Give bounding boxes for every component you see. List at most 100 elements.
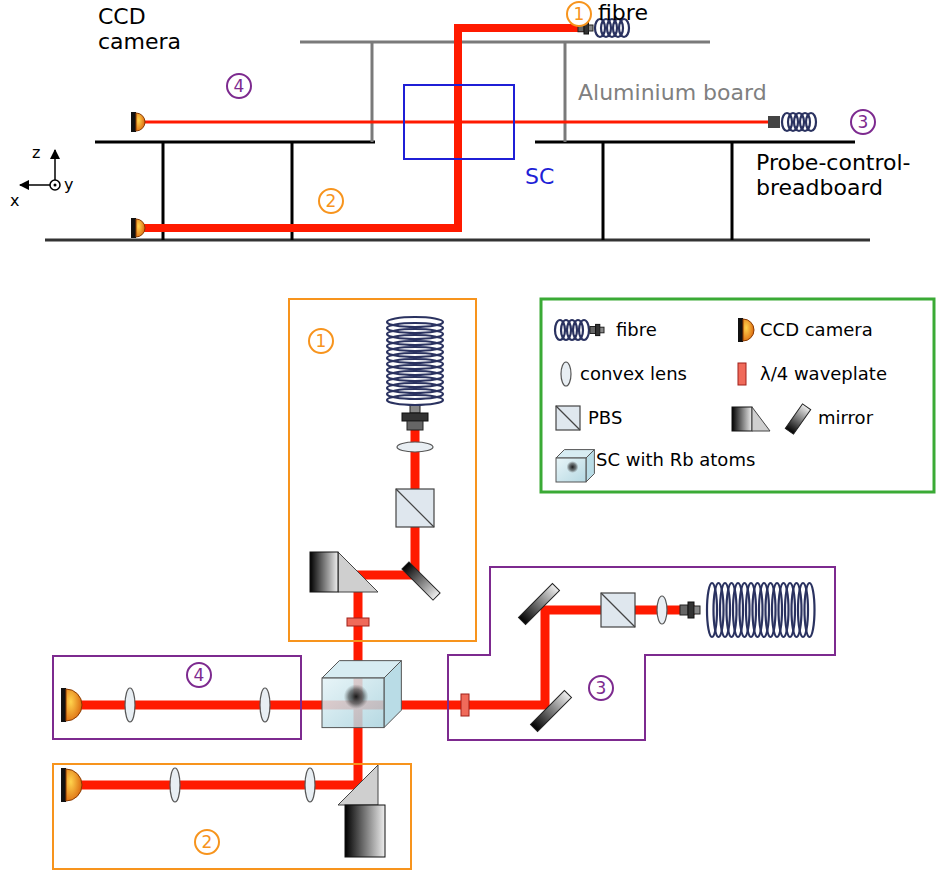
aluminium-board-leg (371, 42, 374, 142)
vapour-cell-side (384, 661, 401, 728)
ccd-camera-sensor (743, 319, 754, 341)
convex-lens (125, 688, 135, 722)
callout-number: 1 (566, 1, 592, 27)
legend-text: fibre (616, 319, 657, 340)
part-label: CCD camera (98, 4, 198, 54)
vapour-cell-side (586, 450, 594, 482)
ccd-camera-sensor (66, 689, 82, 721)
convex-lens (657, 596, 667, 624)
part-label: fibre (598, 0, 648, 25)
breadboard-leg (602, 142, 605, 240)
fibre-connector (402, 413, 428, 421)
axis-label: x (10, 188, 19, 213)
prism-mirror-block (345, 805, 385, 857)
part-label: Probe-control-breadboard (756, 150, 926, 200)
legend-text: mirror (818, 407, 873, 428)
axis-y-dot (54, 184, 57, 187)
flat-mirror (518, 583, 559, 624)
laser-beam-probe (138, 121, 775, 124)
optics-group-box: 1 (288, 298, 477, 642)
callout-number: 3 (588, 675, 614, 701)
fibre-connector (410, 405, 420, 413)
callout-number: 2 (318, 188, 344, 214)
fibre-coil-loop (806, 113, 816, 131)
legend-entry: fibre (616, 319, 657, 341)
prism-mirror (338, 552, 378, 592)
callout-number: 2 (194, 829, 220, 855)
optics-group-box: 4 (52, 655, 302, 740)
ccd-camera-sensor (66, 769, 82, 801)
fibre-connector (590, 327, 596, 334)
prism-mirror (752, 407, 770, 431)
callout-number: 1 (308, 328, 334, 354)
legend-entry: CCD camera (760, 319, 873, 341)
fibre-coil-loop (805, 583, 815, 637)
fibre-connector (596, 324, 600, 335)
ccd-camera-body (131, 112, 136, 132)
ccd-camera-body (61, 688, 66, 722)
part-label: Aluminium board (578, 80, 767, 105)
fibre-connector (589, 25, 594, 31)
laser-beam-control (138, 28, 585, 228)
laser-beam-control (68, 430, 415, 785)
pbs-cube (396, 489, 434, 527)
legend-entry: λ/4 waveplate (760, 363, 887, 385)
callout-number: 4 (226, 73, 252, 99)
vapour-cell-box: SC (403, 84, 515, 160)
ccd-camera-body (61, 768, 66, 802)
fibre-connector (600, 327, 604, 333)
axis-label: y (64, 172, 73, 197)
legend-text: λ/4 waveplate (760, 363, 887, 384)
fibre-connector (680, 605, 688, 615)
vapour-cell-front (322, 678, 384, 728)
prism-mirror (338, 765, 378, 805)
rb-atom-cloud (567, 461, 579, 473)
probe-control-breadboard (535, 141, 855, 144)
fibre-coil-loop (579, 320, 589, 340)
ccd-camera-sensor (136, 113, 145, 131)
prism-mirror-block (310, 552, 338, 592)
convex-lens (260, 688, 270, 722)
quarter-waveplate (461, 694, 469, 716)
optics-group-outline (448, 567, 835, 740)
pbs-cube (556, 406, 580, 430)
convex-lens (397, 442, 433, 452)
legend-frame (541, 299, 934, 492)
legend-text: convex lens (580, 363, 687, 384)
fibre-coil-loop (387, 395, 443, 405)
legend-text: PBS (588, 407, 622, 428)
legend-text: CCD camera (760, 319, 873, 340)
prism-mirror-block (732, 407, 752, 431)
quarter-waveplate (738, 363, 746, 385)
convex-lens (561, 362, 571, 386)
optics-group-border (448, 567, 835, 740)
convex-lens (305, 768, 315, 802)
fibre-connector (688, 602, 694, 618)
callout-number: 3 (850, 109, 876, 135)
rb-atom-cloud (344, 684, 369, 709)
pbs-diagonal (396, 489, 434, 527)
legend-entry: PBS (588, 407, 622, 429)
axis-label: z (32, 140, 40, 165)
pbs-diagonal (601, 593, 635, 627)
flat-mirror (530, 690, 571, 731)
optics-group-box: 2 (52, 763, 412, 870)
cell-label: SC (525, 164, 554, 189)
axis-y (50, 180, 60, 190)
callout-number: 4 (186, 662, 212, 688)
optics-group-box: 3 (448, 567, 835, 740)
floor-table (45, 239, 870, 242)
pbs-diagonal (556, 406, 580, 430)
fibre-connector (768, 116, 780, 128)
flat-mirror (402, 562, 440, 600)
legend-entry: SC with Rb atoms (596, 449, 755, 471)
fibre-connector (407, 421, 423, 430)
ccd-camera-body (738, 318, 743, 342)
quarter-waveplate (347, 618, 369, 626)
pbs-cube (601, 593, 635, 627)
aluminium-board-leg (564, 42, 567, 142)
breadboard-left (95, 141, 375, 144)
convex-lens (170, 768, 180, 802)
aluminium-board (300, 41, 710, 44)
